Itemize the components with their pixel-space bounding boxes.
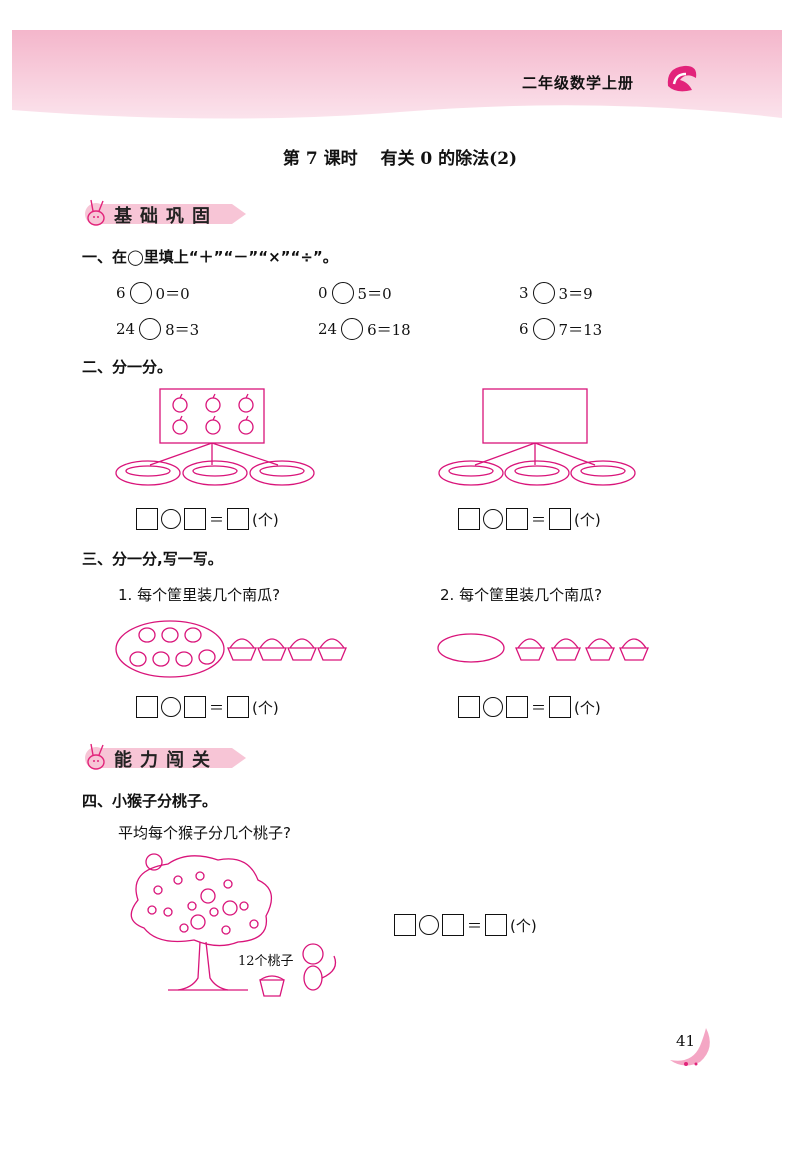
peach-icon bbox=[147, 871, 259, 935]
section-banner-ability bbox=[85, 747, 246, 769]
q3-answer-equation-left: ＝(个) bbox=[136, 696, 279, 718]
peach-tree-with-monkeys-illustration bbox=[130, 853, 337, 997]
answer-box[interactable] bbox=[227, 696, 250, 718]
empty-oval-and-baskets-illustration bbox=[437, 633, 649, 663]
question-4-title: 四、小猴子分桃子。 bbox=[82, 792, 218, 810]
q3-sub-question-2: 2. 每个筐里装几个南瓜? bbox=[440, 586, 603, 604]
question-1-title: 一、在◯里填上“＋”“－”“×”“÷”。 bbox=[82, 248, 338, 266]
peach-count-label: 12个桃子 bbox=[238, 954, 294, 969]
q2-answer-equation-left: ＝(个) bbox=[136, 508, 279, 530]
answer-box[interactable] bbox=[549, 508, 572, 530]
answer-box[interactable] bbox=[136, 508, 158, 530]
operator-blank[interactable] bbox=[532, 318, 555, 340]
q2-answer-equation-right: ＝(个) bbox=[458, 508, 601, 530]
operator-blank[interactable] bbox=[532, 282, 555, 304]
answer-box[interactable] bbox=[458, 508, 480, 530]
tree-trunk bbox=[177, 941, 229, 991]
header-band bbox=[12, 30, 782, 119]
operator-blank[interactable] bbox=[341, 318, 364, 340]
basket-icon bbox=[227, 638, 347, 661]
monkey-icon bbox=[302, 943, 337, 991]
answer-box[interactable] bbox=[506, 696, 528, 718]
q3-answer-equation-right: ＝(个) bbox=[458, 696, 601, 718]
answer-box[interactable] bbox=[458, 696, 480, 718]
basket-icon bbox=[259, 979, 285, 997]
operator-blank[interactable] bbox=[129, 282, 152, 304]
apples-to-plates-illustration bbox=[115, 388, 315, 486]
operator-blank[interactable] bbox=[161, 697, 181, 717]
answer-box[interactable] bbox=[136, 696, 158, 718]
question-3-title: 三、分一分,写一写。 bbox=[82, 550, 223, 568]
pumpkin-icon bbox=[129, 627, 216, 667]
q4-answer-equation: ＝(个) bbox=[394, 914, 537, 936]
apple-icon bbox=[172, 393, 254, 435]
section-banner-basic bbox=[85, 203, 246, 225]
brand-logo-icon bbox=[667, 65, 697, 92]
q4-question-text: 平均每个猴子分几个桃子? bbox=[118, 824, 291, 842]
monkey-icon bbox=[145, 853, 238, 930]
answer-box[interactable] bbox=[442, 914, 464, 936]
bunny-mascot-icon bbox=[87, 199, 105, 226]
pumpkins-and-baskets-illustration bbox=[115, 620, 347, 678]
section-label-basic: 基础巩固 bbox=[114, 206, 218, 227]
operator-blank[interactable] bbox=[139, 318, 162, 340]
moon-page-ornament-icon bbox=[670, 1028, 710, 1066]
tree-crown bbox=[130, 855, 273, 947]
operator-blank[interactable] bbox=[419, 915, 439, 935]
bunny-mascot-icon bbox=[87, 743, 105, 770]
answer-box[interactable] bbox=[549, 696, 572, 718]
answer-box[interactable] bbox=[184, 508, 206, 530]
operator-blank[interactable] bbox=[483, 509, 503, 529]
lesson-title: 第 7 课时 有关 0 的除法(2) bbox=[282, 149, 518, 169]
empty-box-to-plates-illustration bbox=[438, 388, 636, 486]
operator-blank[interactable] bbox=[331, 282, 354, 304]
section-label-ability: 能力闯关 bbox=[114, 750, 218, 771]
operator-blank[interactable] bbox=[483, 697, 503, 717]
answer-box[interactable] bbox=[184, 696, 206, 718]
grade-label: 二年级数学上册 bbox=[522, 74, 635, 92]
answer-box[interactable] bbox=[394, 914, 416, 936]
q3-sub-question-1: 1. 每个筐里装几个南瓜? bbox=[118, 586, 281, 604]
answer-box[interactable] bbox=[485, 914, 508, 936]
question-2-title: 二、分一分。 bbox=[82, 358, 173, 376]
operator-blank[interactable] bbox=[161, 509, 181, 529]
answer-box[interactable] bbox=[227, 508, 250, 530]
answer-box[interactable] bbox=[506, 508, 528, 530]
page-number: 41 bbox=[676, 1032, 696, 1050]
